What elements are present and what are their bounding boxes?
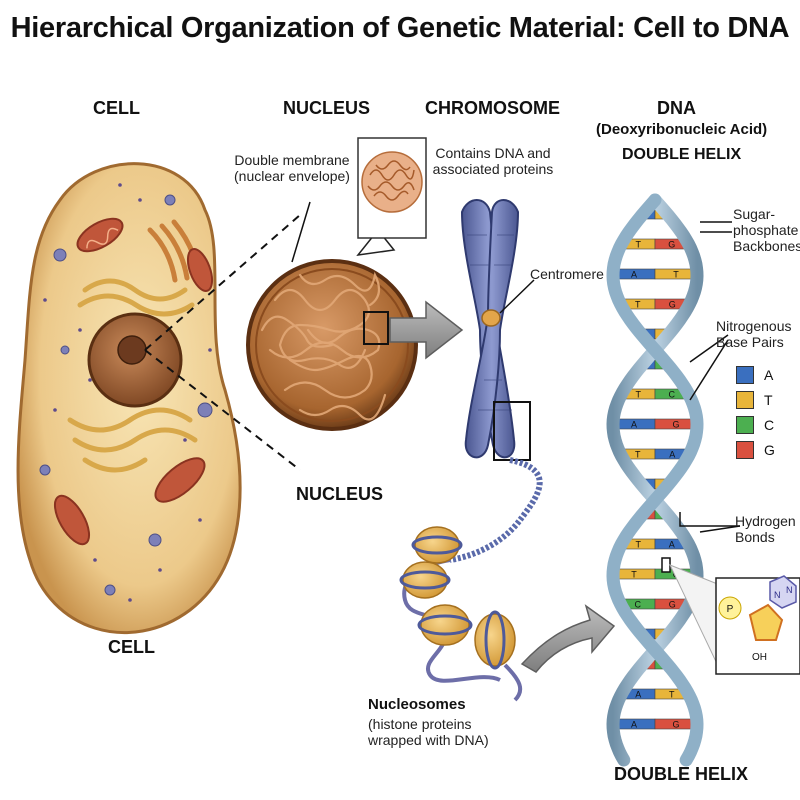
nucleosomes-title: Nucleosomes — [368, 696, 466, 713]
nucleus-footer: NUCLEUS — [296, 484, 384, 504]
base-letter: C — [635, 600, 642, 610]
legend-swatch — [736, 391, 754, 409]
centromere-mark — [481, 309, 501, 327]
backbones-callout: Sugar- phosphate Backbones — [733, 206, 800, 255]
nucleus-zoom-box — [363, 311, 389, 345]
base-letter: A — [631, 270, 637, 280]
legend-letter: C — [764, 417, 775, 433]
sugar-phosphate-backbone-1 — [606, 193, 704, 767]
chromosome-bands — [467, 234, 514, 411]
legend-letter: A — [764, 367, 774, 383]
legend-item-t: T — [736, 391, 773, 409]
membrane-pointer — [291, 201, 311, 263]
cell-heading: CELL — [93, 98, 140, 118]
base-letter: T — [673, 270, 679, 280]
phosphate-symbol: P — [727, 604, 734, 615]
base-letter: A — [635, 690, 641, 700]
base-pairs-callout: Nitrogenous Base Pairs — [716, 318, 792, 351]
base-letter: A — [669, 450, 675, 460]
legend-item-a: A — [736, 366, 773, 384]
base-letter: T — [636, 390, 642, 400]
page-title: Hierarchical Organization of Genetic Mat… — [10, 12, 790, 44]
nucleosomes-note: (histone proteins wrapped with DNA) — [368, 716, 489, 749]
nuclear-envelope-note: Double membrane (nuclear envelope) — [234, 152, 350, 185]
nucleotide-inset: P N N OH — [661, 557, 800, 675]
base-letter: A — [669, 540, 675, 550]
centromere-label: Centromere — [530, 266, 604, 282]
mitochondria — [53, 217, 214, 546]
base-letter: G — [668, 240, 675, 250]
dna-heading-2: DOUBLE HELIX — [622, 146, 742, 163]
histone-1 — [411, 526, 463, 564]
ribosomes — [43, 183, 212, 602]
dna-heading: DNA — [657, 98, 696, 118]
base-letter: C — [668, 390, 675, 400]
legend-swatch — [736, 366, 754, 384]
arrow-nucleosome-to-dna — [520, 604, 616, 673]
legend-item-c: C — [736, 416, 774, 434]
base-letter: G — [669, 600, 676, 610]
hydrogen-bonds-callout: Hydrogen Bonds — [735, 513, 796, 546]
nucleus-heading: NUCLEUS — [283, 98, 371, 118]
base-letter: T — [636, 540, 642, 550]
dna-double-helix: TGATTGTCAGTATATCCGATAG — [606, 193, 704, 767]
legend-letter: T — [764, 392, 773, 408]
base-letter: G — [672, 720, 679, 730]
chromosome-note: Contains DNA and associated proteins — [432, 145, 554, 178]
centromere-pointer — [499, 279, 535, 314]
cell-illustration — [16, 162, 242, 634]
cell-nucleus — [87, 312, 183, 408]
arrow-nucleus-to-chromosome — [389, 300, 464, 360]
chromosome-illustration — [460, 199, 535, 461]
base-letter: T — [636, 240, 642, 250]
base-letter: A — [631, 720, 637, 730]
legend-swatch — [736, 441, 754, 459]
molecule-oh: OH — [752, 652, 767, 663]
base-letter: T — [635, 450, 641, 460]
histone-2 — [399, 561, 451, 599]
molecule-n2: N — [786, 585, 793, 595]
histone-4 — [474, 610, 516, 670]
legend-swatch — [736, 416, 754, 434]
chromatin-inset — [356, 137, 427, 257]
base-letter: T — [669, 690, 675, 700]
cell-footer: CELL — [108, 637, 155, 657]
zoom-lines-cell-to-nucleus — [144, 214, 301, 471]
dna-footer: DOUBLE HELIX — [614, 764, 749, 784]
dna-subheading: (Deoxyribonucleic Acid) — [596, 121, 768, 138]
base-letter: A — [631, 420, 637, 430]
vesicles — [39, 194, 213, 596]
molecule-n1: N — [774, 590, 781, 600]
dna-callout-pointers — [679, 221, 741, 533]
base-letter: G — [672, 420, 679, 430]
legend-item-g: G — [736, 441, 775, 459]
sugar-phosphate-backbone-2 — [606, 193, 704, 767]
base-letter: T — [635, 300, 641, 310]
base-letter: G — [669, 300, 676, 310]
chromatin — [260, 271, 387, 421]
chromatin-coil — [449, 457, 543, 563]
endoplasmic-reticulum — [67, 278, 198, 473]
chromosome-heading: CHROMOSOME — [425, 98, 560, 118]
histone-3 — [417, 604, 473, 646]
base-letter: T — [631, 570, 637, 580]
nucleosome-chain — [399, 526, 523, 702]
nucleus-illustration — [246, 259, 418, 431]
legend-letter: G — [764, 442, 775, 458]
